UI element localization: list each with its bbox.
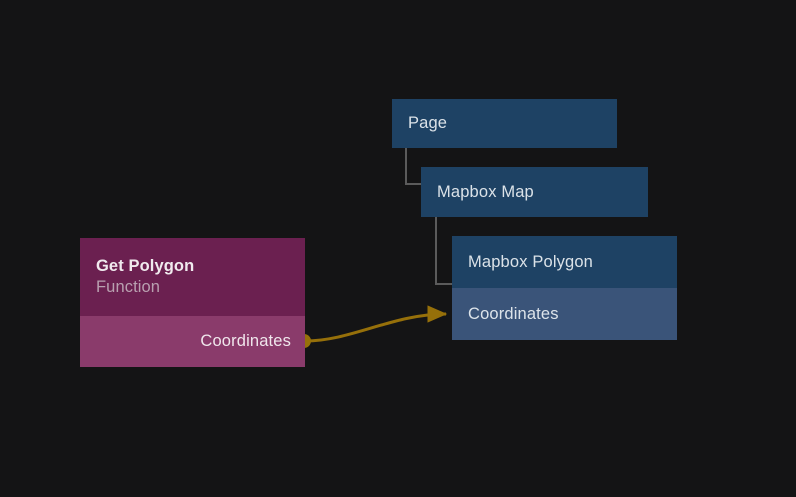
node-get-polygon-subtitle: Function	[96, 277, 161, 296]
node-get-polygon[interactable]: Get Polygon Function Coordinates	[80, 238, 305, 367]
node-page[interactable]: Page	[392, 99, 617, 148]
node-get-polygon-slot-coordinates[interactable]: Coordinates	[80, 316, 305, 367]
slot-label: Coordinates	[468, 304, 559, 323]
node-mapbox-polygon[interactable]: Mapbox Polygon Coordinates	[452, 236, 677, 340]
node-page-header[interactable]: Page	[392, 99, 617, 148]
tree-connector-map-to-polygon	[435, 217, 453, 285]
node-page-title: Page	[408, 114, 448, 132]
connection-curve	[304, 305, 448, 343]
slot-label: Coordinates	[200, 332, 291, 350]
node-mapbox-map[interactable]: Mapbox Map	[421, 167, 648, 217]
node-mapbox-polygon-header[interactable]: Mapbox Polygon	[452, 236, 677, 288]
node-get-polygon-header[interactable]: Get Polygon Function	[80, 238, 305, 316]
node-get-polygon-title: Get Polygon	[96, 256, 195, 275]
node-mapbox-map-title: Mapbox Map	[437, 182, 534, 201]
node-mapbox-map-header[interactable]: Mapbox Map	[421, 167, 648, 217]
node-mapbox-polygon-slot-coordinates[interactable]: Coordinates	[452, 288, 677, 340]
tree-connector-page-to-map	[405, 148, 422, 185]
node-mapbox-polygon-title: Mapbox Polygon	[468, 252, 594, 271]
